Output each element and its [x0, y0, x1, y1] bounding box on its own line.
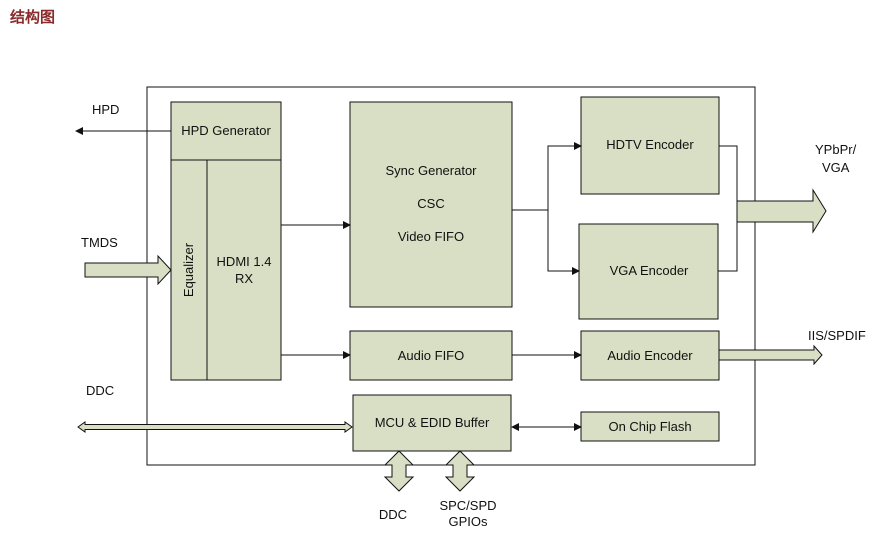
page-title: 结构图	[10, 8, 56, 26]
equalizer-block: Equalizer	[170, 159, 208, 381]
iis-spdif-output-arrow	[718, 344, 823, 366]
mcu-edid-label: MCU & EDID Buffer	[375, 415, 490, 430]
hpd-signal-label: HPD	[92, 102, 119, 117]
audio-encoder-label: Audio Encoder	[607, 348, 693, 363]
audio-encoder-block: Audio Encoder	[580, 330, 720, 381]
hdtv-encoder-label: HDTV Encoder	[606, 137, 694, 152]
hdmi-rx-label-line1: HDMI 1.4	[217, 254, 272, 269]
hpd-generator-block: HPD Generator	[170, 101, 282, 161]
hdtv-encoder-block: HDTV Encoder	[580, 96, 720, 195]
spc-gpio-signal-label-line1: SPC/SPD	[439, 498, 496, 513]
video-fifo-label: Video FIFO	[398, 229, 464, 244]
hdmi-rx-block: HDMI 1.4 RX	[206, 159, 282, 381]
tmds-input-arrow	[84, 254, 172, 286]
ypbpr-output-arrow	[736, 188, 827, 234]
ddc-left-signal-label: DDC	[86, 383, 114, 398]
sync-to-hdtv-arrow	[547, 142, 582, 210]
spc-gpio-signal-label-line2: GPIOs	[448, 514, 488, 529]
on-chip-flash-block: On Chip Flash	[580, 411, 720, 442]
mcu-edid-block: MCU & EDID Buffer	[352, 394, 512, 452]
iis-spdif-signal-label: IIS/SPDIF	[808, 328, 866, 343]
hdtv-output-line	[719, 145, 738, 201]
audio-fifo-label: Audio FIFO	[398, 348, 464, 363]
ypbpr-signal-label-line1: YPbPr/	[815, 142, 857, 157]
audio-fifo-block: Audio FIFO	[349, 330, 513, 381]
ddc-left-arrow	[77, 421, 353, 433]
sync-generator-label: Sync Generator	[385, 163, 477, 178]
tmds-signal-label: TMDS	[81, 235, 118, 250]
sync-to-vga-arrow	[547, 210, 580, 275]
spc-gpio-arrow	[444, 450, 476, 492]
sync-csc-fifo-block: Sync Generator CSC Video FIFO	[349, 101, 513, 308]
vga-encoder-label: VGA Encoder	[610, 263, 689, 278]
ypbpr-signal-label-line2: VGA	[822, 160, 850, 175]
hdmi-rx-label-line2: RX	[235, 271, 253, 286]
csc-label: CSC	[417, 196, 444, 211]
hpd-generator-label: HPD Generator	[181, 123, 271, 138]
ddc-bottom-arrow	[383, 450, 415, 492]
equalizer-label: Equalizer	[181, 242, 196, 297]
vga-output-line	[718, 222, 738, 272]
ddc-bottom-signal-label: DDC	[379, 507, 407, 522]
on-chip-flash-label: On Chip Flash	[608, 419, 691, 434]
vga-encoder-block: VGA Encoder	[578, 223, 719, 320]
